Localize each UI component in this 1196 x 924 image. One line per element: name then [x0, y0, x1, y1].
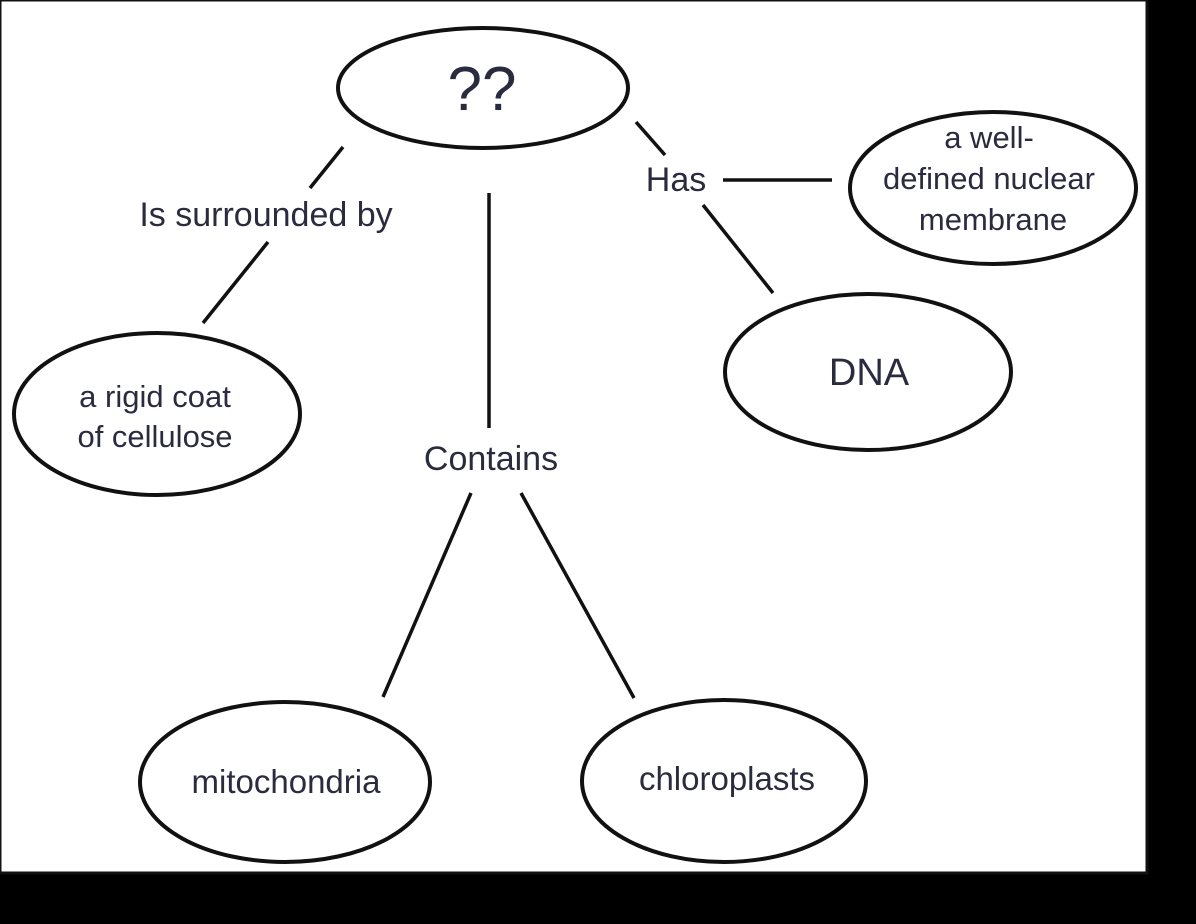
membrane-line-1: a well-: [944, 120, 1034, 155]
chloroplasts-label: chloroplasts: [639, 760, 815, 797]
root-label: ??: [448, 55, 517, 124]
edge-contains-chloroplasts: [519, 492, 636, 699]
dna-label: DNA: [829, 352, 910, 394]
link-label-surrounded: Is surrounded by: [139, 196, 392, 234]
membrane-line-3: membrane: [919, 202, 1067, 237]
node-mitochondria: mitochondria: [138, 700, 432, 864]
link-label-contains: Contains: [424, 440, 558, 478]
cell-wall-line-2: of cellulose: [77, 419, 232, 454]
link-label-has: Has: [646, 161, 706, 199]
mitochondria-label: mitochondria: [192, 763, 382, 800]
membrane-line-2: defined nuclear: [883, 161, 1095, 196]
cell-wall-line-1: a rigid coat: [79, 379, 231, 414]
edge-contains-mitochondria: [381, 492, 473, 698]
edge-surrounded-cellwall: [201, 240, 270, 325]
edge-root-surrounded: [308, 145, 345, 190]
edge-root-has: [634, 120, 667, 157]
node-chloroplasts: chloroplasts: [580, 698, 868, 864]
node-cell-wall: a rigid coat of cellulose: [12, 331, 302, 497]
edge-has-dna: [701, 203, 775, 295]
node-dna: DNA: [723, 292, 1013, 452]
node-nuclear-membrane: a well- defined nuclear membrane: [848, 110, 1138, 266]
node-root: ??: [336, 26, 630, 150]
